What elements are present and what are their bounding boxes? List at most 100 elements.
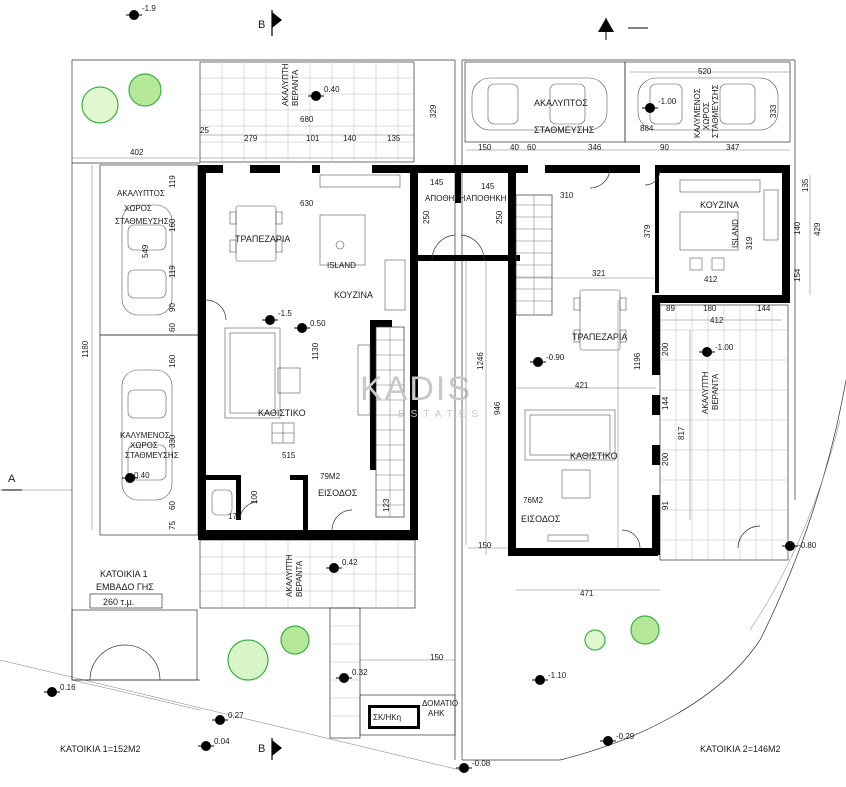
level-text: -0.29 xyxy=(616,732,635,741)
dim-text: 250 xyxy=(422,210,431,224)
level-text: 0.27 xyxy=(228,711,244,720)
room-label: ΧΩΡΟΣ xyxy=(124,204,152,213)
room-label: ΧΩΡΟΣ xyxy=(702,102,711,130)
room-label: ΑΚΑΛΥΠΤΗ xyxy=(701,371,710,414)
level-text: 0.40 xyxy=(324,85,340,94)
room-label: 76M2 xyxy=(523,496,544,505)
dim-text: 60 xyxy=(527,143,536,152)
room-label: ΚΑΛΥΜΕΝΟΣ xyxy=(693,88,702,138)
level-marker-icon: 0.32 xyxy=(336,668,368,683)
level-marker-icon: 0.50 xyxy=(294,319,326,333)
dim-text: 150 xyxy=(478,541,492,550)
room-label: ΣΤΑΘΜΕΥΣΗΣ xyxy=(711,84,720,138)
section-label: B xyxy=(258,19,265,31)
dim-text: 1246 xyxy=(476,352,485,370)
level-text: -0.80 xyxy=(798,541,817,550)
room-label: ΚΑΘΙΣΤΙΚΟ xyxy=(570,451,618,461)
room-label: ISLAND xyxy=(327,261,356,270)
section-markers: B B A xyxy=(2,10,648,760)
furniture-house1 xyxy=(211,174,406,516)
front-veranda-paving xyxy=(199,539,416,609)
room-label: ΑΠΟΘΗΚΗ xyxy=(466,194,507,203)
room-label: ΚΑΛΥΜΕΝΟΣ xyxy=(120,431,170,440)
level-marker-icon: -1.00 xyxy=(699,343,734,357)
level-marker-icon: 0.40 xyxy=(122,471,150,483)
plot-info: ΚΑΤΟΙΚΙΑ 1 ΕΜΒΑΔΟ ΓΗΣ 260 τ.μ. xyxy=(89,569,163,609)
dim-text: 347 xyxy=(726,143,740,152)
dim-text: 144 xyxy=(757,304,771,313)
level-text: -1.9 xyxy=(142,4,156,13)
dim-text: 150 xyxy=(430,653,444,662)
room-label: ISLAND xyxy=(731,219,740,248)
section-label: B xyxy=(258,743,265,755)
house1-walls xyxy=(198,165,424,540)
level-text: 0.04 xyxy=(214,737,230,746)
room-label: ΤΡΑΠΕΖΑΡΙΑ xyxy=(235,234,290,244)
dim-text: 119 xyxy=(168,175,177,188)
house2-area-label: ΚΑΤΟΙΚΙΑ 2=146M2 xyxy=(700,744,780,754)
car-icon xyxy=(121,369,173,501)
room-label: ΤΡΑΠΕΖΑΡΙΑ xyxy=(572,332,627,342)
car-icon xyxy=(471,77,608,131)
dim-text: 1130 xyxy=(311,342,320,360)
room-label: ΣΤΑΘΜΕΥΣΗΣ xyxy=(125,451,179,460)
dim-text: 333 xyxy=(769,104,778,118)
level-text: -1.00 xyxy=(715,343,734,352)
top-veranda-paving xyxy=(199,61,415,163)
dim-text: 515 xyxy=(282,451,296,460)
dim-text: 90 xyxy=(168,303,177,312)
room-label: 79M2 xyxy=(320,472,341,481)
meter-room-label-1: ΔΟΜΑΤΙΟ xyxy=(422,699,458,708)
dim-text: 429 xyxy=(813,222,822,236)
dim-text: 145 xyxy=(481,182,495,191)
dim-text: 471 xyxy=(580,589,594,598)
dim-text: 319 xyxy=(745,236,754,250)
level-text: -1.10 xyxy=(548,671,567,680)
dim-text: 1196 xyxy=(633,352,642,370)
door-swings xyxy=(205,167,761,549)
dim-text: 630 xyxy=(300,199,314,208)
dim-text: 321 xyxy=(592,269,606,278)
storage-walls xyxy=(410,165,520,261)
dim-text: 154 xyxy=(793,268,802,282)
dim-text: 200 xyxy=(661,452,670,466)
level-marker-icon: -1.10 xyxy=(532,671,567,685)
dim-text: 170 xyxy=(228,512,242,521)
car-icon xyxy=(121,204,173,316)
dim-text: 91 xyxy=(661,501,670,510)
dim-text: 180 xyxy=(703,304,717,313)
dim-text: 946 xyxy=(493,401,502,415)
stairs-house1 xyxy=(375,326,405,518)
room-label: ΣΤΑΘΜΕΥΣΗΣ xyxy=(115,217,169,226)
dim-text: 144 xyxy=(661,396,670,410)
dim-text: 421 xyxy=(575,381,589,390)
level-text: -0.08 xyxy=(472,759,491,768)
room-label: ΑΠΟΘΗΚΗ xyxy=(425,194,466,203)
level-marker-icon: -0.90 xyxy=(530,353,565,367)
house2-walls xyxy=(508,165,790,556)
level-text: 0.42 xyxy=(342,558,358,567)
meter-room: ΣΚ/ΗΚη ΔΟΜΑΤΙΟ ΑΗΚ xyxy=(359,694,458,736)
room-label: ΑΚΑΛΥΠΤΗ xyxy=(285,554,294,597)
dim-text: 160 xyxy=(168,218,177,232)
furniture-house2 xyxy=(524,179,779,542)
gate xyxy=(71,609,198,681)
dim-text: 89 xyxy=(666,304,675,313)
room-label: ΣΤΑΘΜΕΥΣΗΣ xyxy=(534,125,595,135)
level-text: -1.00 xyxy=(658,97,677,106)
level-marker-icon: 0.42 xyxy=(326,558,358,573)
dim-text: 40 xyxy=(510,143,519,152)
level-marker-icon: -0.08 xyxy=(456,759,491,773)
dim-text: 412 xyxy=(704,275,718,284)
house1-area-label: ΚΑΤΟΙΚΙΑ 1=152M2 xyxy=(60,744,140,754)
level-marker-icon: 0.16 xyxy=(44,683,76,697)
level-marker-icon: -1.5 xyxy=(262,309,292,325)
dim-text: 145 xyxy=(430,178,444,187)
dim-text: 200 xyxy=(661,342,670,356)
dim-text: 135 xyxy=(801,178,810,192)
dim-text: 75 xyxy=(168,521,177,530)
dim-text: 330 xyxy=(168,434,177,448)
dim-text: 25 xyxy=(200,126,209,135)
room-label: ΑΚΑΛΥΠΤΟΣ xyxy=(534,98,588,108)
